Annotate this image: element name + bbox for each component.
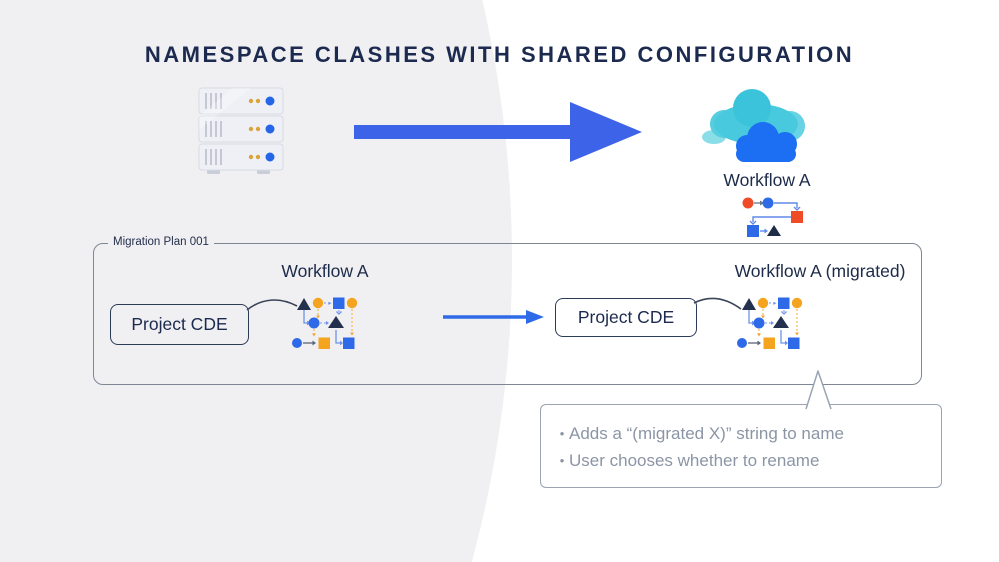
plan-arrow-icon xyxy=(443,310,544,324)
callout-line: • Adds a “(migrated X)” string to name xyxy=(555,420,931,447)
migration-plan-box xyxy=(93,243,922,385)
target-project-box: Project CDE xyxy=(555,298,697,337)
bullet-icon: • xyxy=(559,426,565,441)
callout-text-2: User chooses whether to rename xyxy=(569,451,820,470)
migration-plan-label: Migration Plan 001 xyxy=(108,236,214,248)
target-workflow-label: Workflow A (migrated) xyxy=(734,261,906,281)
source-workflow-diagram-icon xyxy=(292,297,358,349)
callout-line: • User chooses whether to rename xyxy=(555,447,931,474)
bullet-icon: • xyxy=(559,453,565,468)
target-connector-line xyxy=(693,297,742,310)
source-workflow-label: Workflow A xyxy=(281,261,369,281)
server-icon xyxy=(198,87,284,174)
callout-text-1: Adds a “(migrated X)” string to name xyxy=(569,424,844,443)
page-title: NAMESPACE CLASHES WITH SHARED CONFIGURAT… xyxy=(144,42,855,67)
cloud-workflow-label: Workflow A xyxy=(723,170,811,190)
source-project-label: Project CDE xyxy=(131,314,228,334)
migration-arrow-icon xyxy=(354,102,642,162)
callout-tail xyxy=(805,370,832,410)
target-project-label: Project CDE xyxy=(577,307,675,327)
target-workflow-diagram-icon xyxy=(736,296,803,350)
cloud-icon xyxy=(702,89,805,162)
callout-box: • Adds a “(migrated X)” string to name •… xyxy=(540,404,942,488)
cloud-workflow-diagram-icon xyxy=(742,197,803,237)
source-connector-line xyxy=(246,299,298,311)
source-project-box: Project CDE xyxy=(110,304,249,345)
